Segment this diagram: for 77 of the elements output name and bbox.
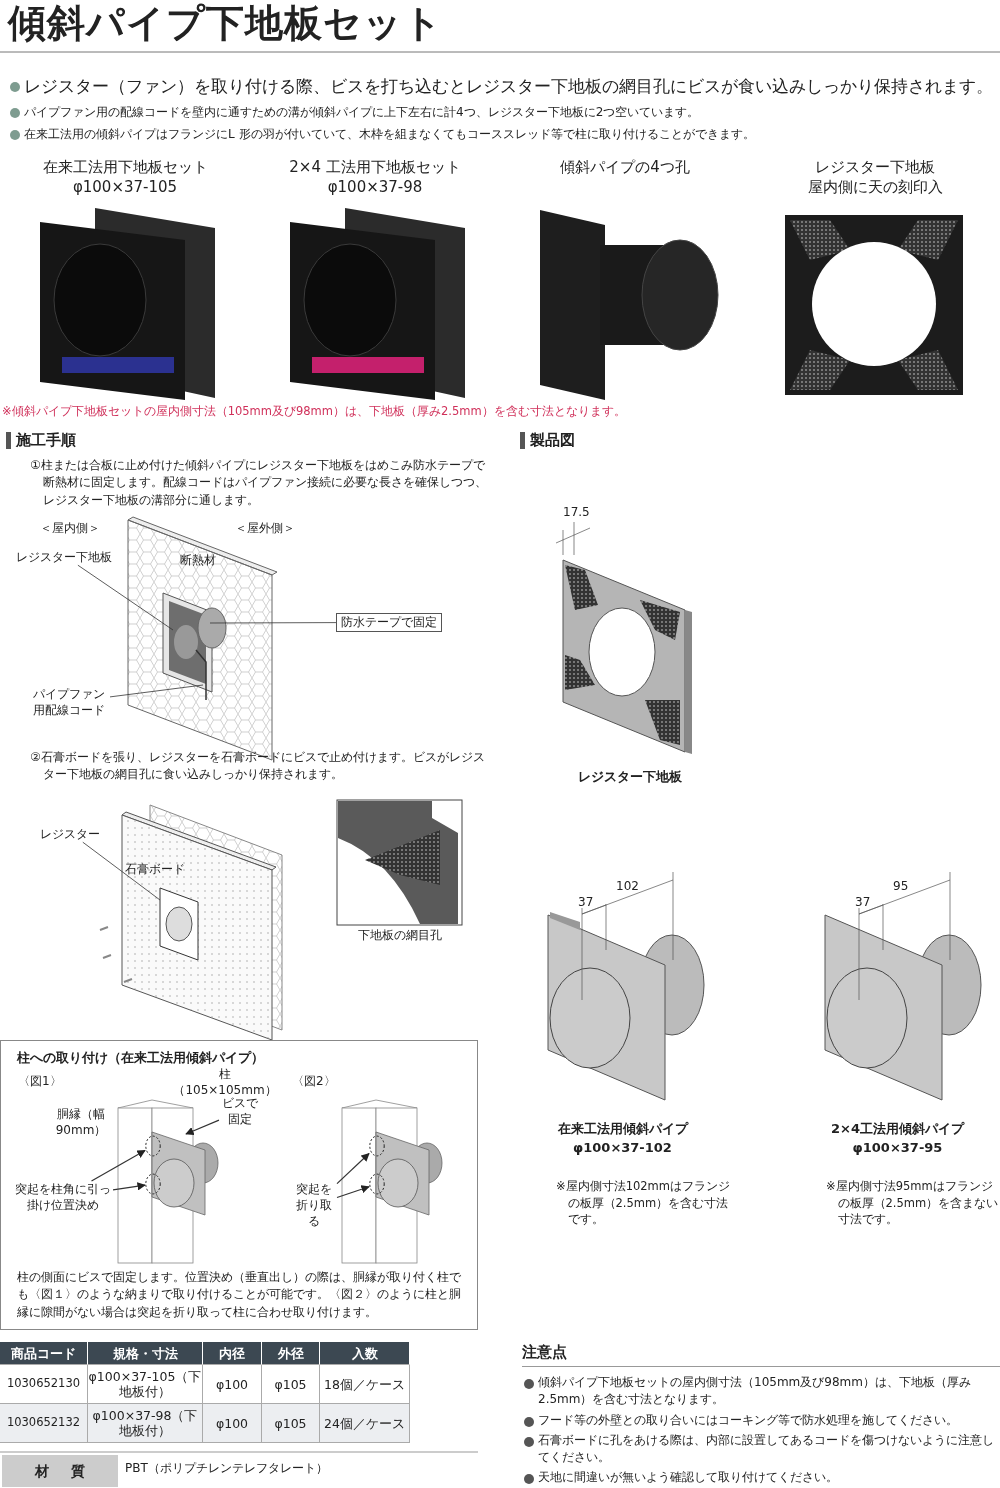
figure-label: 〈図2〉 [292,1073,336,1090]
part-label: 胴縁（幅 90mm） [54,1106,108,1139]
leader-line [82,841,161,901]
table-cell: φ100×37-98（下地板付） [88,1404,203,1443]
dashed-circle-marker [145,1135,161,1157]
table-header-cell: 材質 [2,1455,118,1487]
table-cell: φ100 [203,1404,262,1443]
section-heading: 注意点 [522,1342,1000,1368]
dashed-circle-marker [145,1173,161,1195]
product-caption: 2×4 工法用下地板セット [288,158,462,178]
callout-text: 突起を折り取る [291,1181,337,1230]
bullet-text: レジスター（ファン）を取り付ける際、ビスを打ち込むとレジスター下地板の網目孔にビスが食い込みしっかり保持されます。 [8,76,1000,99]
bullet-text: 在来工法用の傾斜パイプはフランジにL 形の羽が付いていて、木枠を組まなくてもコーススレッド等で柱に取り付けることができます。 [8,126,1000,143]
arrow [90,1149,146,1182]
callout-box: 防水テープで固定 [336,613,442,632]
bullet-text: 石膏ボードに孔をあける際は、内部に設置してあるコードを傷つけないように注意してください。 [522,1432,996,1467]
dimension-label: 37 [578,894,595,911]
leader-line [209,622,337,624]
leader-line [109,684,204,698]
product-caption: φ100×37-102 [572,1139,673,1157]
step-text: ②石膏ボードを張り、レジスターを石膏ボードにビスで止め付けます。ビスがレジスター下地板の網目孔に食い込みしっかり保持されます。 [30,749,486,784]
leader-line [77,564,174,631]
panel-text: 柱の側面にビスで固定します。位置決め（垂直出し）の際は、胴縁が取り付く柱でも〈図１〉のような納まりで取り付けることが可能です。〈図２〉のように柱と胴縁に隙間がない場合は突起を折り取って柱に合わせ取り付けます。 [17,1269,462,1321]
bullet-text: フード等の外壁との取り合いにはコーキング等で防水処理を施してください。 [522,1412,996,1430]
callout-text: ビスで固定 [219,1095,261,1128]
part-label: 断熱材 [180,552,217,569]
footnote: ※傾斜パイプ下地板セットの屋内側寸法（105mm及び98mm）は、下地板（厚み2.5mm）を含む寸法となります。 [2,404,627,420]
callout-text: レジスター [40,826,104,843]
product-caption: 在来工法用傾斜パイプ [556,1120,690,1138]
product-caption: 在来工法用下地板セット [41,158,209,178]
table-header-cell: 規格・寸法 [88,1342,203,1365]
dimension-label: 37 [855,894,872,911]
product-caption: 屋内側に天の刻印入 [806,178,944,198]
bullet-text: 天地に間違いが無いよう確認して取り付けてください。 [522,1469,1000,1487]
section-heading: 施工手順 [6,432,216,449]
table-header-cell: 商品コード [0,1342,88,1365]
bullet-text: 傾斜パイプ下地板セットの屋内側寸法（105mm及び98mm）は、下地板（厚み2.5mm）を含む寸法となります。 [522,1374,996,1409]
part-caption: レジスター下地板 [577,768,683,786]
step-text: ①柱または合板に止め付けた傾斜パイプにレジスター下地板をはめこみ防水テープで断熱材に固定します。配線コードはパイプファン接続に必要な長さを確保しつつ、レジスター下地板の溝部分に通します。 [30,457,489,509]
arrow [336,1152,370,1185]
figure-label: 〈図1〉 [18,1073,62,1090]
bullet-text: パイプファン用の配線コードを壁内に通すための溝が傾斜パイプに上下左右に計4つ、レジスター下地板に2つ空いています。 [8,104,1000,121]
table-header-cell: 外径 [262,1342,320,1365]
table-cell: 24個／ケース [320,1404,410,1443]
table-cell: φ105 [262,1404,320,1443]
product-caption: φ100×37-105 [71,178,179,198]
part-label: 石膏ボード [125,861,186,878]
table-cell: 1030652132 [0,1404,88,1443]
dimension-label: 柱（105×105mm） [172,1066,278,1098]
arrow [336,1185,370,1199]
callout-text: パイプファン用配線コード [28,686,110,719]
note-text: ※屋内側寸法95mmはフランジの板厚（2.5mm）を含まない寸法です。 [826,1178,1000,1228]
product-caption: φ100×37-98 [326,178,424,198]
table-cell-text: PBT（ポリプチレンテレフタレート） [125,1460,329,1477]
side-label: ＜屋内側＞ [40,520,101,537]
arrow [112,1182,146,1191]
arrow [185,1119,220,1135]
product-caption: レジスター下地板 [814,158,936,178]
product-caption: 2×4工法用傾斜パイプ [830,1120,966,1138]
dashed-circle-marker [369,1173,385,1195]
side-label: ＜屋外側＞ [235,520,296,537]
product-caption: φ100×37-95 [851,1139,944,1157]
dimension-label: 102 [616,878,640,895]
note-text: ※屋内側寸法102mmはフランジの板厚（2.5mm）を含む寸法です。 [556,1178,731,1228]
instruction-panel [0,1040,478,1330]
dimension-label: 95 [893,878,910,895]
dashed-circle-marker [369,1135,385,1157]
dimension-label: 17.5 [563,504,591,521]
inset-caption: 下地板の網目孔 [356,927,443,944]
page-title: 傾斜パイプ下地板セット [8,0,443,47]
product-caption: 傾斜パイプの4つ孔 [559,158,691,178]
panel-title: 柱への取り付け（在来工法用傾斜パイプ） [17,1049,265,1067]
callout-text: レジスター下地板 [16,549,116,566]
section-heading: 製品図 [520,432,730,449]
table-header-cell: 入数 [320,1342,410,1365]
callout-text: 突起を柱角に引っ掛け位置決め [13,1181,113,1214]
table-header-cell: 内径 [203,1342,262,1365]
